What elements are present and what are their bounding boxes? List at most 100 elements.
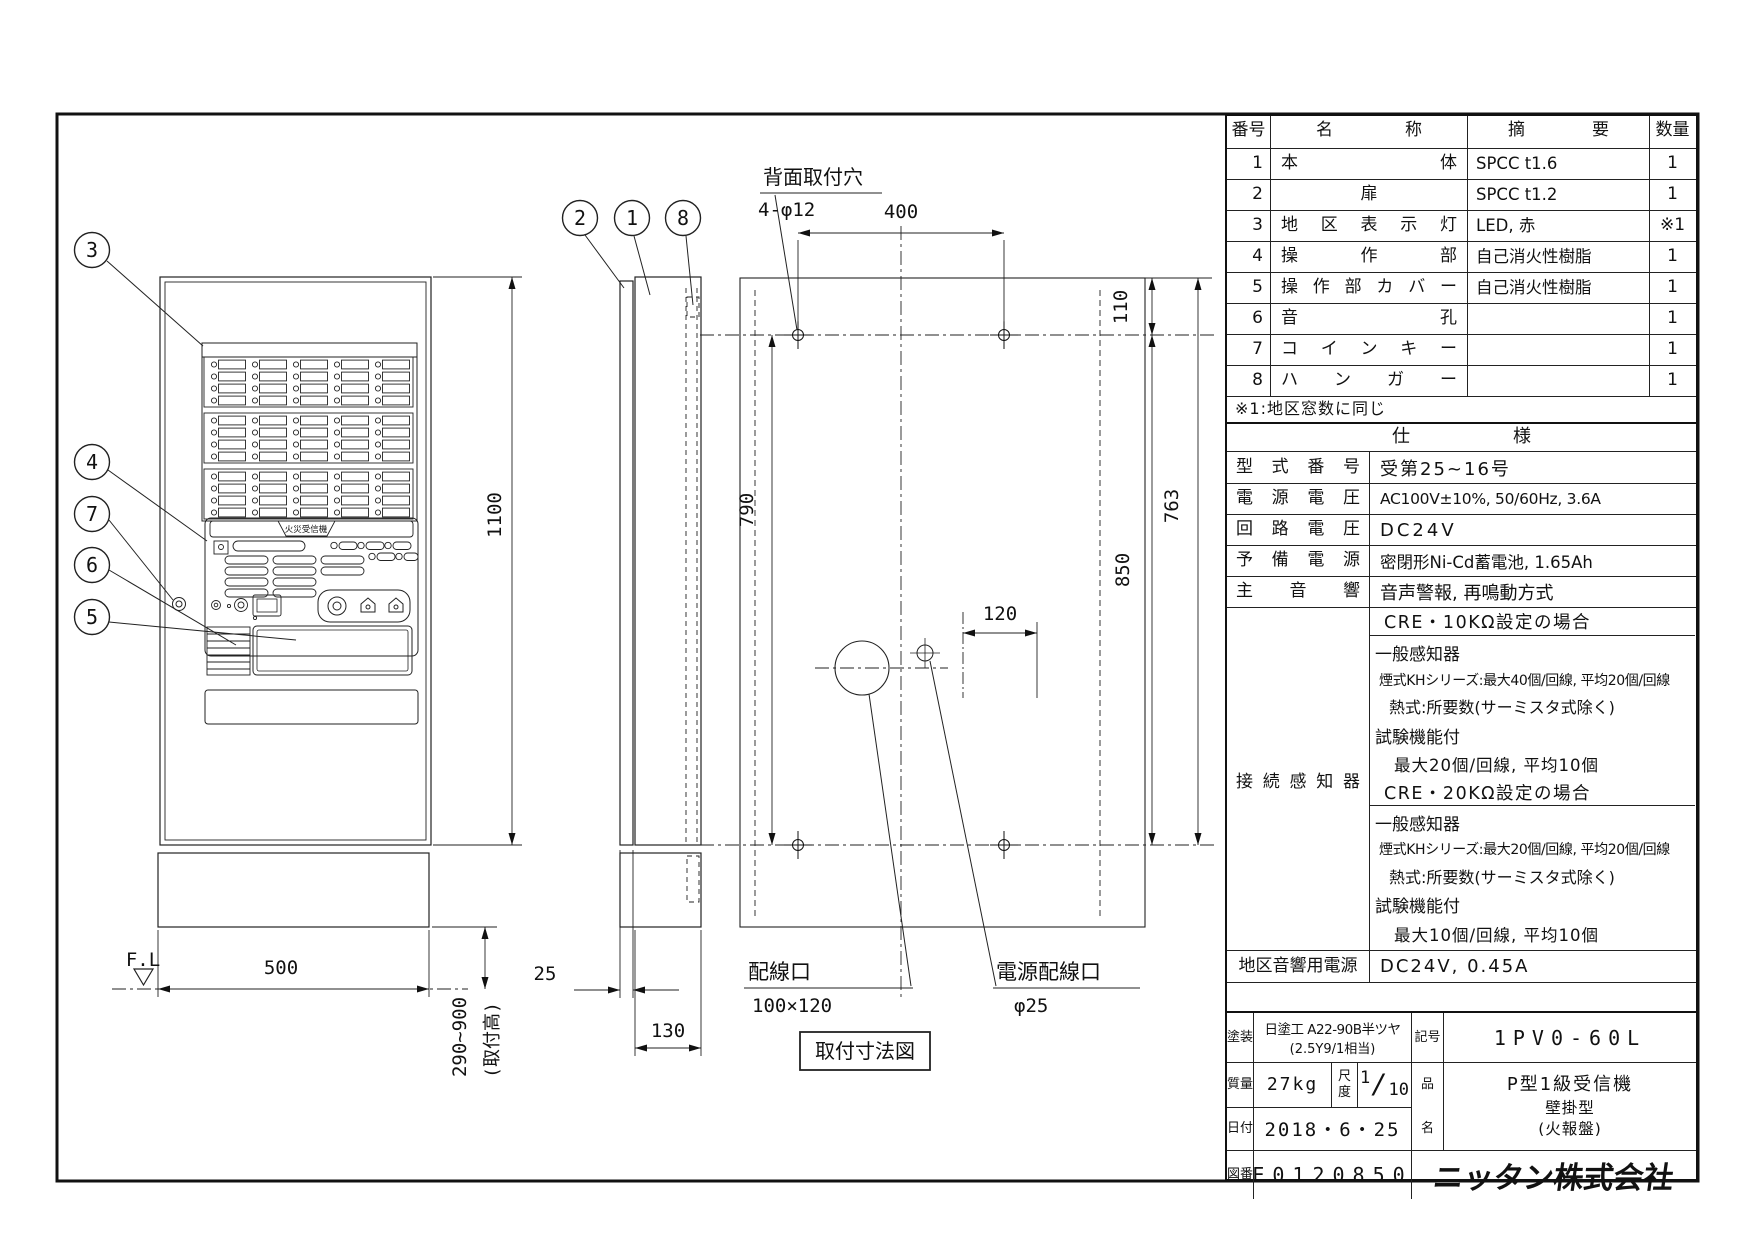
part-spec: LED, 赤: [1467, 211, 1649, 241]
part-spec: [1467, 366, 1649, 396]
part-name: 音 孔: [1270, 304, 1467, 334]
operation-panel: [204, 517, 419, 657]
title-block-row-dwg: 図番 E0120850 ニッタン株式会社: [1227, 1150, 1696, 1199]
mount-hole: [783, 830, 813, 860]
part-name: コ イ ン キ ー: [1270, 335, 1467, 365]
parts-header-spec: 摘 要: [1467, 116, 1649, 148]
parts-header-qty: 数量: [1649, 116, 1695, 148]
dim-mount-height-note: (取付高): [482, 1002, 503, 1078]
product-line3: (火報盤): [1538, 1119, 1602, 1138]
part-no: 1: [1252, 153, 1263, 173]
mount-dimensions: [768, 229, 1212, 845]
date-value: 2018・6・25: [1264, 1119, 1401, 1142]
mounting-diagram: [700, 192, 1215, 1071]
callout-8: 8: [677, 206, 689, 230]
spec-label: 電 源 電 圧: [1227, 484, 1370, 514]
spec-label: 地区音響用電源: [1227, 951, 1370, 982]
sensor-line: 煙式KHシリーズ:最大20個/回線, 平均20個/回線: [1379, 842, 1670, 859]
spec-row-power: 電 源 電 圧 AC100V±10%, 50/60Hz, 3.6A: [1227, 483, 1696, 514]
table-row: 5 操 作 部 カ バ ー 自己消火性樹脂 1: [1227, 272, 1696, 303]
mount-leaders: [744, 192, 1140, 989]
table-row: 8 ハ ン ガ ー 1: [1227, 365, 1696, 396]
part-spec: 自己消火性樹脂: [1467, 273, 1649, 303]
front-dimensions: [112, 276, 522, 997]
part-qty: 1: [1649, 149, 1695, 179]
wiring-opening-size: 100×120: [752, 995, 832, 1017]
side-view: [619, 276, 702, 928]
spec-label: 回 路 電 圧: [1227, 515, 1370, 545]
part-qty: 1: [1649, 180, 1695, 210]
spec-row-backup: 予 備 電 源 密閉形Ni-Cd蓄電池, 1.65Ah: [1227, 545, 1696, 576]
sensor-section: 接 続 感 知 器 CRE・10KΩ設定の場合 一般感知器 煙式KHシリーズ:最…: [1227, 607, 1696, 950]
part-no: 8: [1252, 370, 1263, 390]
part-spec: [1467, 304, 1649, 334]
scale-numerator: 1: [1360, 1067, 1371, 1088]
spec-value: 密閉形Ni-Cd蓄電池, 1.65Ah: [1380, 553, 1593, 572]
part-qty: 1: [1649, 366, 1695, 396]
floor-line-label: F.L: [126, 949, 160, 971]
callout-7: 7: [86, 502, 98, 526]
part-name: ハ ン ガ ー: [1270, 366, 1467, 396]
part-no: 3: [1252, 215, 1263, 235]
dim-mount-height-label: 290~900: [449, 997, 471, 1077]
paint-value: 日塗工 A22-90B半ツヤ (2.5Y9/1相当): [1254, 1013, 1412, 1062]
date-label: 日付: [1227, 1107, 1254, 1150]
front-view: [157, 276, 432, 928]
symbol-label: 記号: [1412, 1013, 1444, 1062]
callout-2: 2: [574, 206, 586, 230]
table-row: 2 扉 SPCC t1.2 1: [1227, 179, 1696, 210]
part-qty: 1: [1649, 304, 1695, 334]
spec-row-model: 型 式 番 号 受第25~16号: [1227, 451, 1696, 483]
sensor-line: 一般感知器: [1375, 814, 1460, 835]
sensor-line: 煙式KHシリーズ:最大40個/回線, 平均20個/回線: [1379, 672, 1670, 689]
paint-line2: (2.5Y9/1相当): [1289, 1042, 1376, 1057]
part-no: 5: [1252, 277, 1263, 297]
company-logo: ニッタン株式会社: [1431, 1161, 1676, 1196]
paint-label: 塗装: [1227, 1013, 1254, 1062]
product-name: P型1級受信機 壁掛型 (火報盤): [1444, 1063, 1696, 1150]
rear-hole-size: 4-φ12: [758, 199, 815, 221]
dim-400: 400: [884, 201, 918, 223]
item-label-1: 品: [1420, 1076, 1434, 1092]
callout-1: 1: [626, 206, 638, 230]
title-block-row-paint: 塗装 日塗工 A22-90B半ツヤ (2.5Y9/1相当) 記号 1PV0-60…: [1227, 1013, 1696, 1062]
parts-note: ※1:地区窓数に同じ: [1227, 396, 1696, 422]
power-wiring-label: 電源配線口: [996, 960, 1101, 984]
sensor-line: 試験機能付: [1375, 897, 1460, 918]
dim-120: 120: [983, 603, 1017, 625]
spec-value: 音声警報, 再鳴動方式: [1380, 583, 1554, 604]
sensor-line: 一般感知器: [1375, 645, 1460, 666]
sensor-line: 熱式:所要数(サーミスタ式除く): [1389, 698, 1615, 718]
dim-depth-label: 130: [651, 1020, 685, 1042]
dim-height-label: 1100: [484, 492, 506, 538]
louver-vent: [206, 626, 251, 676]
part-name: 扉: [1270, 180, 1467, 210]
switch-box: [317, 589, 411, 623]
callout-4: 4: [86, 450, 98, 474]
product-line2: 壁掛型: [1545, 1098, 1595, 1117]
indicator-lamps: [224, 541, 419, 598]
symbol-value: 1PV0-60L: [1493, 1025, 1647, 1050]
sensor-case1-lines: 一般感知器 煙式KHシリーズ:最大40個/回線, 平均20個/回線 熱式:所要数…: [1370, 636, 1695, 781]
part-no: 2: [1252, 184, 1263, 204]
mass-scale-row: 質量 27kg 尺度 1 / 10: [1227, 1063, 1411, 1107]
spec-label: 型 式 番 号: [1227, 452, 1370, 483]
part-name: 操 作 部 カ バ ー: [1270, 273, 1467, 303]
mass-date-cells: 質量 27kg 尺度 1 / 10 日付 2018・6・25: [1227, 1063, 1412, 1150]
zone-indicator-windows: [211, 360, 409, 517]
dim-width-label: 500: [264, 957, 298, 979]
parts-header-name: 名 称: [1270, 116, 1467, 148]
parts-table: 番号 名 称 摘 要 数量 1 本 体 SPCC t1.6 1 2 扉 SPCC…: [1227, 116, 1696, 396]
part-no: 7: [1252, 339, 1263, 359]
sensor-case1-header: CRE・10KΩ設定の場合: [1370, 608, 1695, 636]
spec-label: 主 音 響: [1227, 577, 1370, 607]
spec-row-circuit: 回 路 電 圧 DC24V: [1227, 514, 1696, 545]
part-no: 6: [1252, 308, 1263, 328]
spec-row-district-power: 地区音響用電源 DC24V, 0.45A: [1227, 950, 1696, 982]
dim-door-thickness-label: 25: [534, 963, 557, 985]
sensor-label-cell: 接 続 感 知 器: [1227, 608, 1370, 950]
sensor-case2-lines: 一般感知器 煙式KHシリーズ:最大20個/回線, 平均20個/回線 熱式:所要数…: [1370, 806, 1695, 951]
dim-763: 763: [1161, 489, 1183, 523]
